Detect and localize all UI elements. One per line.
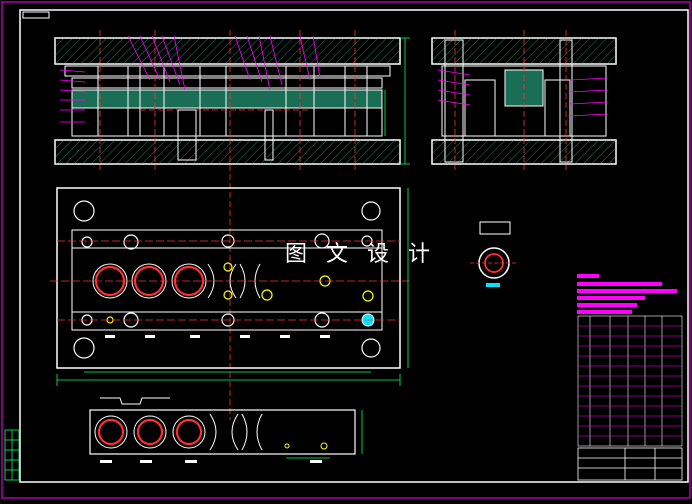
bom-rows [578,325,682,437]
plan-view [50,187,410,386]
bom-table [577,315,683,447]
bom-bars [577,274,677,314]
detail-part-view [470,221,518,287]
side-section-view [431,30,617,170]
front-section-view [54,30,410,420]
sheet-inner-border [19,9,689,483]
watermark-text: 图 文 设 计 [285,242,436,267]
strip-layout-view [89,397,363,463]
revision-strip [4,429,20,481]
corner-code-box [22,11,50,19]
title-block [577,447,683,481]
